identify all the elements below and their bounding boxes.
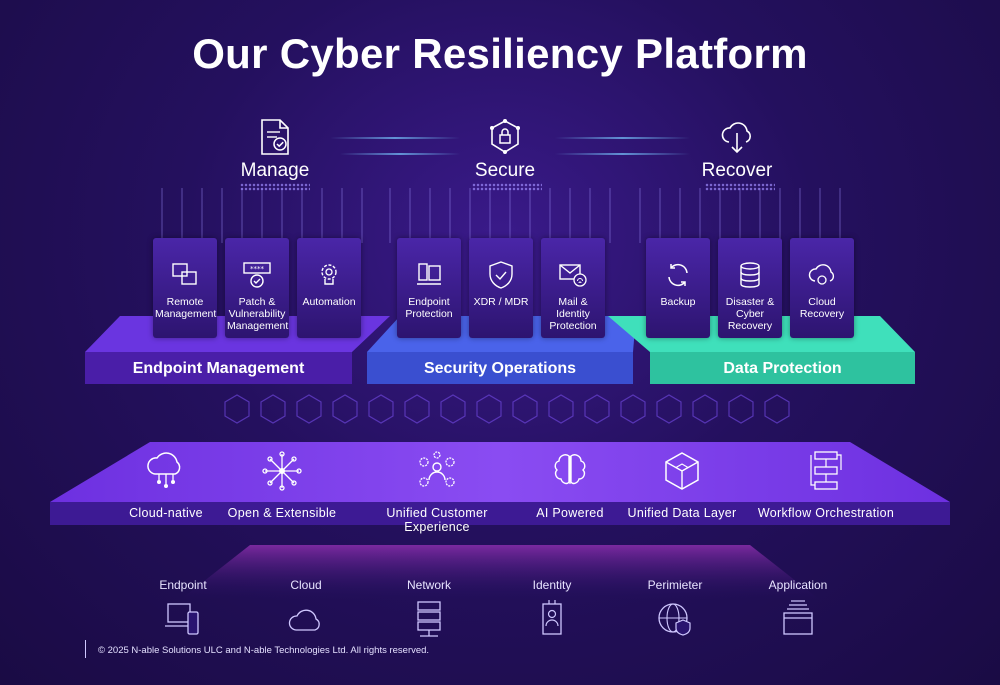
card-xdr-mdr[interactable]: XDR / MDR — [469, 238, 533, 338]
copyright-divider — [85, 640, 86, 658]
surface-label: Cloud — [290, 578, 322, 592]
workflow-icon — [810, 451, 842, 490]
feature-label: Open & Extensible — [227, 506, 337, 520]
flow-line — [555, 137, 690, 139]
id-badge-icon — [542, 600, 562, 635]
dot-pattern — [705, 183, 775, 191]
connector-lines — [161, 188, 841, 243]
surface-network: Network — [384, 578, 474, 638]
foundation-platform — [50, 442, 950, 525]
pillar-secure: Secure — [445, 118, 565, 182]
surface-label: Application — [768, 578, 828, 592]
server-rack-icon — [417, 601, 441, 637]
card-label: Backup — [660, 296, 696, 308]
data-protection-front — [650, 352, 915, 384]
starburst-nodes-icon — [262, 451, 302, 491]
surface-label: Network — [406, 578, 451, 592]
shield-lock-network-icon — [490, 119, 520, 154]
surface-label: Perimieter — [647, 578, 703, 592]
card-label: Remote Management — [155, 296, 217, 320]
card-label: Disaster & Cyber Recovery — [725, 296, 775, 332]
gear-bulb-icon — [321, 264, 337, 285]
card-mail-identity-protection[interactable]: Mail & Identity Protection — [541, 238, 605, 338]
endpoint-management-front — [85, 352, 352, 384]
dot-pattern — [240, 183, 310, 191]
feature-cloud-native: Cloud-native — [91, 450, 241, 520]
group-label-endpoint-management: Endpoint Management — [132, 360, 305, 377]
copyright-text: © 2025 N-able Solutions ULC and N-able T… — [98, 645, 430, 656]
cube-icon — [665, 452, 699, 490]
card-disaster-cyber-recovery[interactable]: Disaster & Cyber Recovery — [718, 238, 782, 338]
password-check-icon: **** — [243, 262, 271, 288]
light-beams — [180, 545, 820, 600]
card-label: Cloud Recovery — [799, 296, 845, 320]
card-remote-management[interactable]: Remote Management — [153, 238, 217, 338]
group-label-data-protection: Data Protection — [723, 360, 842, 377]
cloud-icon — [288, 609, 320, 631]
surface-endpoint: Endpoint — [138, 578, 228, 638]
flow-line — [330, 137, 460, 139]
card-patch-vulnerability-management[interactable]: **** Patch & Vulnerability Management — [225, 238, 289, 338]
feature-workflow-orchestration: Workflow Orchestration — [751, 450, 901, 520]
pillar-label: Secure — [474, 160, 536, 181]
shield-check-icon — [489, 261, 513, 289]
card-backup[interactable]: Backup — [646, 238, 710, 338]
card-label: Mail & Identity Protection — [549, 296, 597, 332]
svg-text:****: **** — [250, 265, 265, 273]
feature-label: AI Powered — [536, 506, 604, 520]
security-operations-front — [367, 352, 633, 384]
feature-ai-powered: AI Powered — [495, 450, 645, 520]
mail-fingerprint-icon — [559, 264, 587, 287]
dot-pattern — [472, 183, 542, 191]
brain-icon — [554, 454, 586, 485]
card-cloud-recovery[interactable]: Cloud Recovery — [790, 238, 854, 338]
database-icon — [740, 262, 760, 288]
hex-pattern — [224, 394, 790, 424]
feature-unified-customer-experience: Unified Customer Experience — [362, 450, 512, 534]
surface-cloud: Cloud — [261, 578, 351, 638]
laptop-phone-icon — [165, 603, 199, 635]
devices-icon — [417, 263, 441, 285]
surface-label: Endpoint — [159, 578, 207, 592]
surface-label: Identity — [532, 578, 572, 592]
surface-application: Application — [753, 578, 843, 638]
globe-shield-icon — [658, 603, 691, 636]
feature-label: Unified Customer Experience — [386, 506, 488, 534]
app-stack-icon — [783, 600, 813, 635]
page-title: Our Cyber Resiliency Platform — [192, 30, 808, 77]
windows-overlap-icon — [172, 263, 197, 285]
card-endpoint-protection[interactable]: Endpoint Protection — [397, 238, 461, 338]
card-label: Endpoint Protection — [405, 296, 453, 320]
pillar-manage: Manage — [215, 118, 335, 182]
group-label-security-operations: Security Operations — [423, 360, 577, 377]
document-check-icon — [261, 119, 289, 155]
pillar-recover: Recover — [677, 118, 797, 182]
card-label: Patch & Vulnerability Management — [227, 296, 289, 332]
pillar-label: Recover — [701, 160, 773, 181]
flow-line — [555, 153, 690, 155]
cloud-download-icon — [721, 122, 751, 154]
feature-open-extensible: Open & Extensible — [207, 450, 357, 520]
feature-label: Cloud-native — [129, 506, 203, 520]
sync-icon — [668, 263, 688, 287]
cloud-restore-icon — [808, 264, 835, 285]
people-gears-icon — [419, 451, 455, 487]
feature-label: Workflow Orchestration — [757, 506, 895, 520]
pillar-label: Manage — [240, 160, 310, 181]
cloud-network-icon — [147, 452, 181, 488]
flow-line — [340, 153, 460, 155]
surface-perimeter: Perimieter — [630, 578, 720, 638]
card-label: Automation — [302, 296, 356, 308]
surface-identity: Identity — [507, 578, 597, 638]
feature-label: Unified Data Layer — [627, 506, 737, 520]
feature-unified-data-layer: Unified Data Layer — [607, 450, 757, 520]
card-label: XDR / MDR — [473, 296, 529, 308]
card-automation[interactable]: Automation — [297, 238, 361, 338]
